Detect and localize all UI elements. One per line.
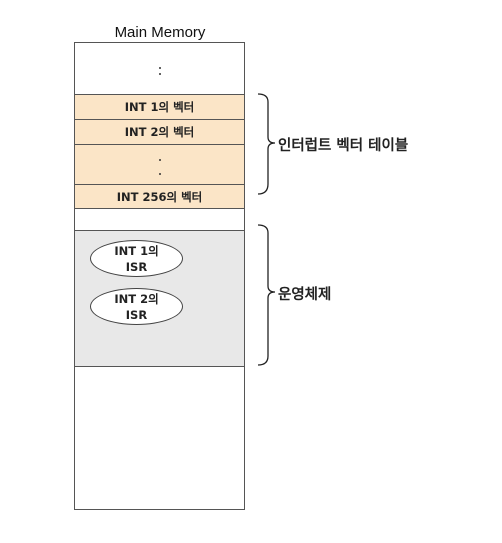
main-memory-block: INT 1의 벡터 INT 2의 벡터 INT 256의 벡터 INT 1의 I…: [74, 42, 245, 510]
isr-int1-line2: ISR: [125, 259, 148, 274]
isr-int1-line1: INT 1의: [114, 243, 159, 258]
isr-int2: INT 2의 ISR: [90, 288, 183, 325]
ellipsis-dot: [158, 159, 161, 161]
vector-table-label: 인터럽트 벡터 테이블: [278, 138, 409, 154]
os-label: 운영체제: [278, 287, 332, 303]
vector-table-brace: [257, 93, 276, 195]
isr-int2-line2: ISR: [125, 307, 148, 322]
vector-row-ellipsis: [75, 144, 244, 184]
memory-top-region: [75, 43, 244, 94]
memory-title: Main Memory: [114, 24, 206, 41]
isr-int1: INT 1의 ISR: [90, 240, 183, 277]
ellipsis-dot: [158, 73, 161, 75]
os-region: INT 1의 ISR INT 2의 ISR: [75, 230, 244, 367]
vector-row-int256: INT 256의 벡터: [75, 184, 244, 208]
ellipsis-dot: [158, 173, 161, 175]
memory-gap: [75, 208, 244, 230]
isr-int2-line1: INT 2의: [114, 291, 159, 306]
ellipsis-dot: [158, 67, 161, 69]
os-brace: [257, 224, 276, 366]
vector-row-int1: INT 1의 벡터: [75, 94, 244, 119]
vector-row-int2: INT 2의 벡터: [75, 119, 244, 144]
